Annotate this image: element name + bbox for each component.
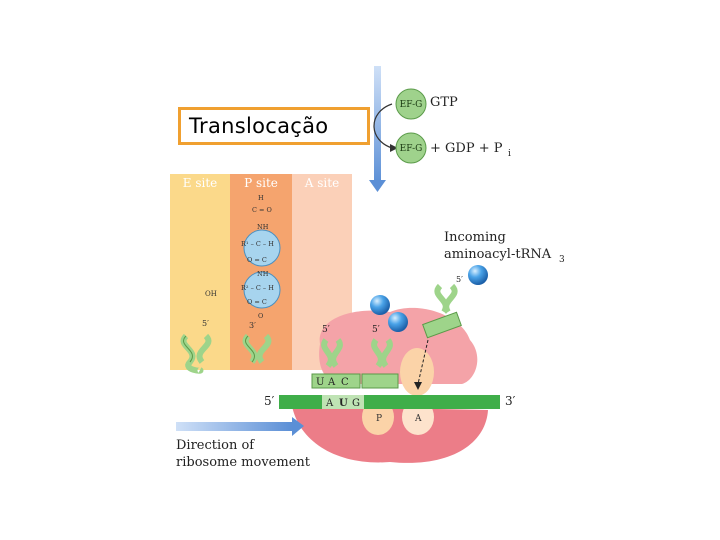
svg-text:P: P — [376, 414, 382, 424]
svg-text:Incoming: Incoming — [444, 230, 506, 245]
svg-text:5′: 5′ — [456, 275, 463, 284]
svg-text:ribosome movement: ribosome movement — [176, 455, 311, 470]
svg-text:R¹ – C – H: R¹ – C – H — [241, 240, 274, 248]
svg-text:Direction of: Direction of — [176, 438, 255, 453]
a-site-label: A site — [304, 176, 339, 190]
svg-text:H: H — [258, 194, 264, 202]
svg-text:R² – C – H: R² – C – H — [241, 284, 274, 292]
svg-text:5′: 5′ — [322, 325, 330, 335]
svg-text:aminoacyl-tRNA: aminoacyl-tRNA — [444, 247, 552, 262]
gtp-label: GTP — [430, 95, 458, 110]
gdp-pi-label: + GDP + P — [430, 141, 503, 156]
amino-acid-sphere-e — [370, 295, 390, 315]
svg-text:O = C: O = C — [247, 298, 267, 306]
incoming-trna: 5′ — [422, 265, 488, 339]
e-oh-label: OH — [205, 290, 217, 298]
translocation-arrow — [369, 66, 386, 192]
svg-text:5′: 5′ — [372, 325, 380, 335]
svg-text:C = O: C = O — [252, 206, 272, 214]
title-box: Translocação — [178, 107, 370, 145]
svg-text:A: A — [414, 414, 422, 424]
e-5prime-label: 5′ — [202, 319, 209, 328]
svg-text:A: A — [327, 377, 336, 388]
svg-text:NH: NH — [257, 223, 269, 231]
ef-g-label-bottom: EF-G — [400, 144, 423, 154]
p-3prime-label: 3′ — [249, 321, 256, 330]
svg-text:A: A — [325, 398, 334, 409]
svg-text:G: G — [352, 398, 360, 409]
p-site-label: P site — [244, 176, 278, 190]
page-title: Translocação — [189, 114, 329, 138]
amino-acid-sphere-p — [388, 312, 408, 332]
svg-text:3: 3 — [559, 255, 565, 265]
e-site-label: E site — [183, 176, 218, 190]
pi-subscript: i — [508, 149, 511, 159]
incoming-trna-label: Incoming aminoacyl-tRNA 3 — [444, 230, 565, 265]
mrna-strand: 5′ 3′ A U G — [264, 394, 516, 409]
p-site-trna — [242, 333, 272, 364]
svg-text:C: C — [341, 377, 349, 388]
ef-g-label-top: EF-G — [400, 100, 423, 110]
mrna-5prime: 5′ — [264, 394, 275, 408]
svg-text:NH: NH — [257, 270, 269, 278]
mrna-3prime: 3′ — [505, 394, 516, 408]
peptide-chain: H C = O NH R¹ – C – H O = C NH R² – C – … — [202, 194, 281, 330]
svg-text:U: U — [339, 398, 348, 409]
svg-text:U: U — [316, 377, 324, 388]
ribosome-movement-arrow: Direction of ribosome movement — [176, 417, 311, 470]
amino-acid-sphere-incoming — [468, 265, 488, 285]
svg-text:O = C: O = C — [247, 256, 267, 264]
e-site-column — [170, 174, 230, 370]
p-site-trna-on-mrna: U A C 5′ — [311, 325, 361, 389]
svg-text:O: O — [258, 312, 263, 320]
middle-trna: 5′ — [361, 295, 408, 389]
ef-g-cycle: EF-G EF-G GTP + GDP + P i — [373, 88, 511, 164]
